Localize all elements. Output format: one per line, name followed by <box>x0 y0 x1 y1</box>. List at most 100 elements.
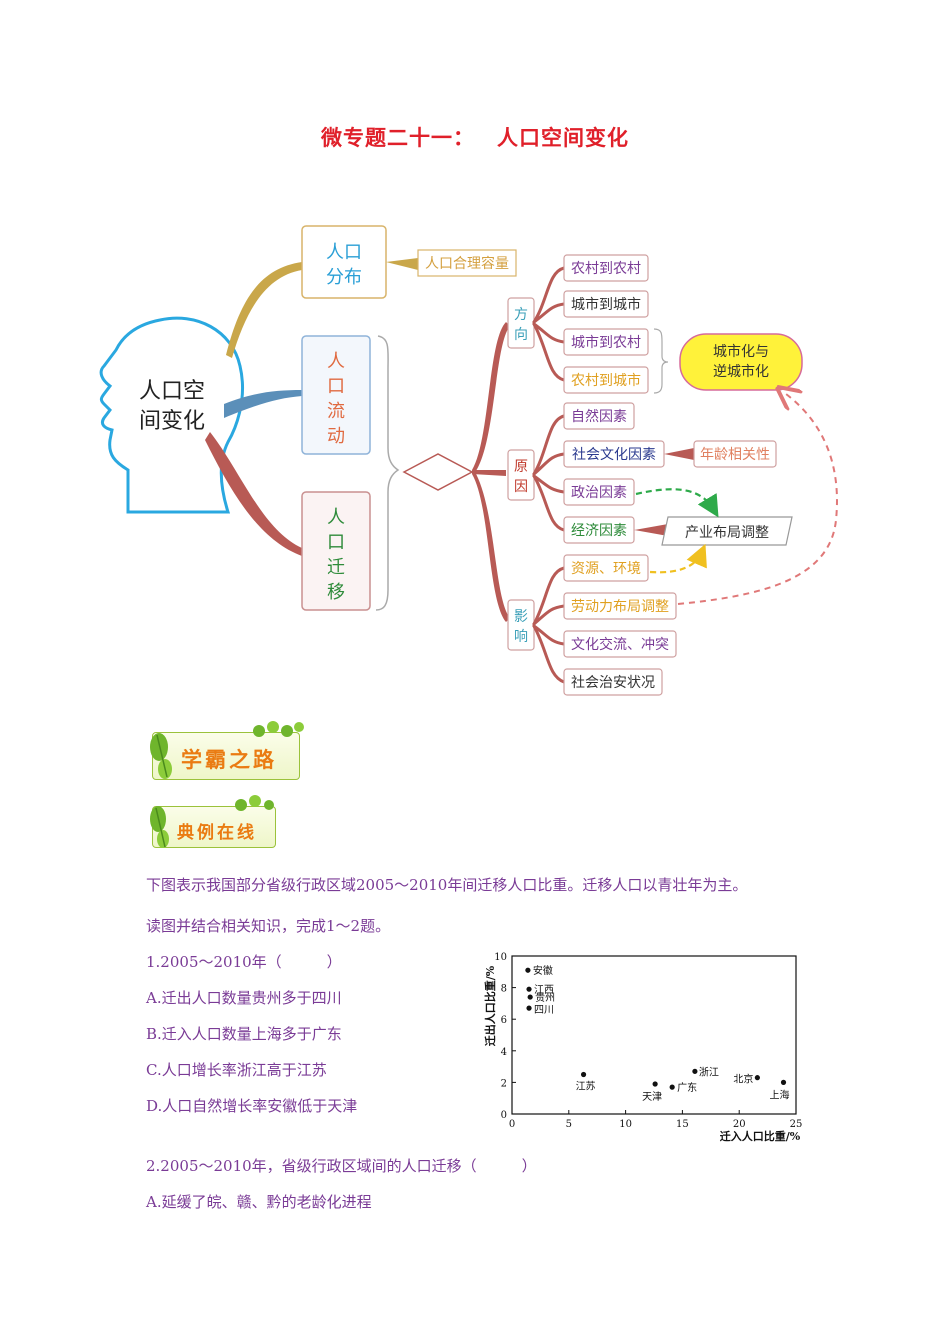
x-tick-label: 25 <box>790 1119 803 1130</box>
node-migration-box <box>301 491 371 611</box>
node-urbanization-line1: 城市化与 <box>713 343 769 360</box>
leaf-icon <box>150 733 172 779</box>
trunk-reason <box>472 470 506 476</box>
item-rural-to-urban-box <box>563 366 649 394</box>
item-sociocultural: 社会文化因素 <box>572 447 656 463</box>
item-urban-to-rural: 城市到农村 <box>571 334 641 351</box>
data-point <box>754 1075 760 1081</box>
point-label: 安徽 <box>533 964 553 977</box>
x-tick-label: 20 <box>733 1119 746 1130</box>
brace-main <box>375 335 400 611</box>
banner-examples: 典例在线 <box>150 795 276 848</box>
item-urban-to-urban-box <box>563 290 649 318</box>
data-point <box>669 1084 675 1090</box>
node-capacity: 人口合理容量 <box>425 255 509 272</box>
chart-ylabel: 迁出人口比重/% <box>483 965 497 1046</box>
item-economic: 经济因素 <box>571 523 627 539</box>
brace-urbanization <box>653 328 669 394</box>
y-tick-label: 6 <box>501 1015 507 1026</box>
q1-option-b[interactable]: B.迁入人口数量上海多于广东 <box>146 1025 342 1043</box>
item-security: 社会治安状况 <box>571 675 655 691</box>
node-migration-c2: 口 <box>327 532 345 553</box>
item-culture: 文化交流、冲突 <box>571 636 669 653</box>
point-label: 上海 <box>770 1088 790 1101</box>
group-direction-c2: 向 <box>514 327 528 343</box>
item-resources-box <box>563 554 649 582</box>
node-flow-c3: 流 <box>327 401 345 422</box>
mind-map: 人口空 间变化 人口 分布 人口合理容量 人 口 流 动 人 口 迁 移 方 向… <box>99 225 838 696</box>
point-label: 浙江 <box>699 1066 719 1078</box>
item-connectors <box>532 266 566 684</box>
item-rural-to-urban: 农村到城市 <box>571 372 641 389</box>
y-tick-label: 8 <box>501 984 507 995</box>
item-rural-to-rural: 农村到农村 <box>571 261 641 277</box>
node-industry: 产业布局调整 <box>685 525 769 541</box>
y-tick-label: 4 <box>501 1047 507 1058</box>
point-label: 江苏 <box>576 1080 596 1093</box>
data-point <box>526 986 532 992</box>
q1-option-d[interactable]: D.人口自然增长率安徽低于天津 <box>146 1097 358 1115</box>
banner-road-label: 学霸之路 <box>181 748 277 772</box>
branch-distribution <box>226 262 302 358</box>
item-security-box <box>563 668 663 696</box>
intro-line2: 读图并结合相关知识，完成1～2题。 <box>146 917 391 935</box>
item-urban-to-rural-box <box>563 328 649 356</box>
point-label: 天津 <box>642 1091 662 1103</box>
leaves-icon <box>253 721 304 737</box>
node-flow-c4: 动 <box>327 426 345 447</box>
node-migration-c3: 迁 <box>327 557 345 578</box>
diamond-node <box>402 453 474 491</box>
chart-xlabel: 迁入人口比重/% <box>720 1129 801 1143</box>
branch-migration <box>205 432 302 556</box>
leaf-icon <box>150 806 169 848</box>
node-flow-box <box>301 335 371 455</box>
x-tick-label: 0 <box>509 1119 515 1130</box>
q1-option-c[interactable]: C.人口增长率浙江高于江苏 <box>146 1061 327 1079</box>
item-urban-to-urban: 城市到城市 <box>571 296 641 313</box>
node-migration-c1: 人 <box>327 507 345 528</box>
y-tick-label: 0 <box>501 1110 507 1121</box>
data-point <box>525 967 531 973</box>
point-label: 贵州 <box>535 991 555 1004</box>
arrow-labor-to-urbanization <box>677 394 838 605</box>
node-distribution-line1: 人口 <box>326 242 362 263</box>
x-tick-label: 5 <box>566 1119 572 1130</box>
q1-option-a[interactable]: A.迁出人口数量贵州多于四川 <box>146 989 342 1007</box>
head-outline-icon <box>99 316 244 514</box>
item-political-box <box>563 478 635 506</box>
group-impact-c1: 影 <box>514 609 528 625</box>
x-tick-label: 10 <box>619 1119 632 1130</box>
item-resources: 资源、环境 <box>571 561 641 577</box>
trunk-impact <box>472 470 510 622</box>
item-labor: 劳动力布局调整 <box>571 599 669 615</box>
connector-capacity <box>386 258 418 270</box>
node-flow-c1: 人 <box>327 351 345 372</box>
node-flow-c2: 口 <box>327 376 345 397</box>
node-capacity-box <box>417 249 517 277</box>
group-impact-c2: 响 <box>514 629 528 645</box>
group-direction-c1: 方 <box>514 307 528 323</box>
leaves-icon <box>235 795 274 811</box>
chart-frame <box>511 955 797 1115</box>
node-industry-box <box>661 516 793 546</box>
title-prefix: 微专题二十一： <box>321 126 475 150</box>
q2-option-a[interactable]: A.延缓了皖、赣、黔的老龄化进程 <box>146 1193 372 1211</box>
q1-stem: 1.2005～2010年（ ） <box>146 953 342 971</box>
item-political: 政治因素 <box>571 485 627 501</box>
group-reason-c1: 原 <box>514 459 528 475</box>
banner-examples-label: 典例在线 <box>177 823 257 843</box>
point-label: 江西 <box>534 984 554 996</box>
connector-age <box>664 448 694 460</box>
point-label: 北京 <box>733 1073 753 1086</box>
data-point <box>526 1005 532 1011</box>
title-main: 人口空间变化 <box>497 126 629 150</box>
connector-industry <box>634 524 668 536</box>
banner-road: 学霸之路 <box>150 721 304 780</box>
node-urbanization-box <box>679 333 803 391</box>
point-label: 广东 <box>677 1081 697 1094</box>
node-age-box <box>693 440 777 468</box>
item-labor-box <box>563 592 677 620</box>
point-label: 四川 <box>534 1005 554 1016</box>
